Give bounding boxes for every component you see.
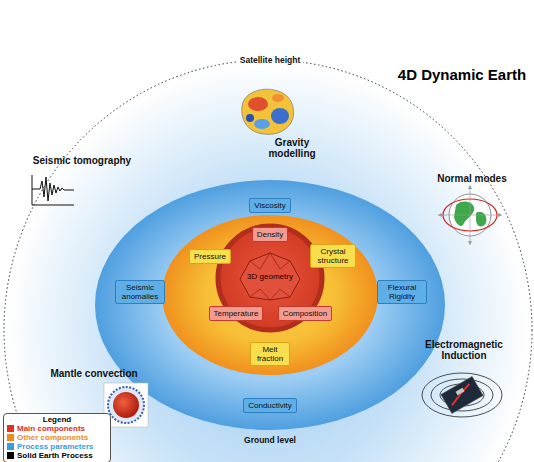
geoid-figure bbox=[242, 89, 294, 134]
em-induction-figure bbox=[422, 373, 502, 417]
inner-zone bbox=[162, 215, 378, 375]
normal-mode-globe bbox=[438, 185, 502, 245]
node-text: Crystal structure bbox=[315, 247, 351, 265]
legend-text: Process parameters bbox=[17, 442, 94, 451]
process-parameter-box: Conductivity bbox=[243, 398, 297, 413]
legend-entry: Process parameters bbox=[7, 442, 107, 451]
atmosphere-glow bbox=[6, 62, 530, 462]
legend-entry: Main components bbox=[7, 424, 107, 433]
legend-box: LegendMain componentsOther componentsPro… bbox=[3, 413, 111, 462]
node-text: Conductivity bbox=[248, 401, 292, 410]
other-component-box: Crystal structure bbox=[310, 244, 356, 268]
diagram-title: 4D Dynamic Earth bbox=[398, 66, 526, 83]
node-text: Seismic anomalies bbox=[120, 283, 160, 301]
process-parameter-box: Flexural Rigidity bbox=[377, 280, 427, 304]
method-label: Normal modes bbox=[437, 173, 506, 184]
method-label: Electromagnetic Induction bbox=[418, 339, 510, 361]
process-parameter-box: Seismic anomalies bbox=[115, 280, 165, 304]
main-component-box: Composition bbox=[278, 306, 332, 321]
level-label: Ground level bbox=[244, 435, 296, 445]
node-text: Composition bbox=[283, 309, 327, 318]
geometry-polygon: 3D geometry bbox=[238, 251, 302, 301]
node-text: Pressure bbox=[194, 252, 226, 261]
node-text: Viscosity bbox=[254, 201, 285, 210]
node-text: Temperature bbox=[214, 309, 259, 318]
main-component-box: Density bbox=[252, 227, 289, 242]
other-component-box: Melt fraction bbox=[250, 342, 290, 366]
seismogram-icon bbox=[32, 175, 74, 205]
method-label: Gravity modelling bbox=[261, 137, 323, 159]
legend-entry: Solid Earth Process bbox=[7, 451, 107, 460]
legend-text: Solid Earth Process bbox=[17, 451, 93, 460]
legend-text: Main components bbox=[17, 424, 85, 433]
method-label: Mantle convection bbox=[50, 368, 137, 379]
legend-swatch bbox=[7, 434, 14, 441]
node-text: Density bbox=[257, 230, 284, 239]
legend-entry: Other components bbox=[7, 433, 107, 442]
mantle-band bbox=[95, 180, 445, 430]
process-parameter-box: Viscosity bbox=[249, 198, 290, 213]
node-text: Flexural Rigidity bbox=[382, 283, 422, 301]
legend-text: Other components bbox=[17, 433, 88, 442]
legend-swatch bbox=[7, 452, 14, 459]
main-component-box: Temperature bbox=[209, 306, 264, 321]
method-label: Seismic tomography bbox=[33, 155, 131, 166]
legend-swatch bbox=[7, 425, 14, 432]
level-label: Satellite height bbox=[237, 55, 303, 65]
satellite-orbit bbox=[4, 60, 532, 462]
legend-title: Legend bbox=[7, 415, 107, 424]
legend-swatch bbox=[7, 443, 14, 450]
node-text: Melt fraction bbox=[255, 345, 285, 363]
node-text: 3D geometry bbox=[247, 272, 293, 281]
other-component-box: Pressure bbox=[189, 249, 231, 264]
